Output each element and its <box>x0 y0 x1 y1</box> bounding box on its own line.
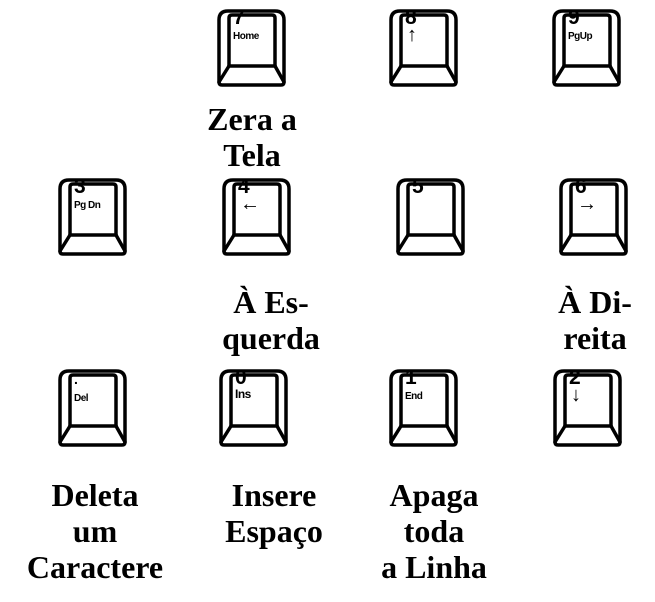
keycap-shape <box>559 178 628 256</box>
caption-a-direita: À Di- reita <box>558 284 632 356</box>
key-number: 3 <box>74 175 86 198</box>
key-dot-del: . Del <box>52 366 134 448</box>
caption-a-esquerda: À Es- querda <box>222 284 320 356</box>
key-number: 1 <box>405 366 417 389</box>
keycap-shape <box>222 178 291 256</box>
key-number: 9 <box>568 6 580 29</box>
key-0-ins: 0 Ins <box>213 366 295 448</box>
caption-deleta-um-caractere: Deleta um Caractere <box>26 477 164 585</box>
key-3-pgdn: 3 Pg Dn <box>52 175 134 257</box>
key-5: 5 <box>390 175 472 257</box>
key-number: 7 <box>233 6 245 29</box>
keycap-shape <box>389 9 458 87</box>
keycap-shape <box>219 369 288 447</box>
key-function: Ins <box>235 387 251 401</box>
key-function: PgUp <box>568 31 593 42</box>
arrow-left-icon: ← <box>240 193 260 215</box>
keycap-shape <box>552 9 621 87</box>
key-9-pgup: 9 PgUp <box>546 6 628 88</box>
key-function: End <box>405 391 423 402</box>
key-number: 8 <box>405 6 417 29</box>
caption-zera-a-tela: Zera a Tela <box>207 101 297 173</box>
arrow-down-icon: ↓ <box>571 384 581 406</box>
key-7-home: 7 Home <box>211 6 293 88</box>
keycap-shape <box>217 9 286 87</box>
key-number: 4 <box>238 175 250 198</box>
key-number: 6 <box>575 175 587 198</box>
key-1-end: 1 End <box>383 366 465 448</box>
key-8-up: 8 ↑ <box>383 6 465 88</box>
key-number: 5 <box>412 175 424 198</box>
key-4-left: 4 ← <box>216 175 298 257</box>
caption-insere-espaco: Insere Espaço <box>225 477 323 549</box>
key-function: Del <box>74 393 89 404</box>
keycap-shape <box>58 369 127 447</box>
keycap-shape <box>396 178 465 256</box>
caption-apaga-toda-a-linha: Apaga toda a Linha <box>381 477 487 585</box>
arrow-up-icon: ↑ <box>407 24 417 46</box>
key-number: . <box>74 371 78 387</box>
key-number: 2 <box>569 366 581 389</box>
key-2-down: 2 ↓ <box>547 366 629 448</box>
keycap-shape <box>553 369 622 447</box>
arrow-right-icon: → <box>577 193 597 215</box>
key-function: Home <box>233 31 259 42</box>
key-function: Pg Dn <box>74 200 101 211</box>
key-number: 0 <box>235 366 247 389</box>
keycap-shape <box>58 178 127 256</box>
key-6-right: 6 → <box>553 175 635 257</box>
keycap-shape <box>389 369 458 447</box>
